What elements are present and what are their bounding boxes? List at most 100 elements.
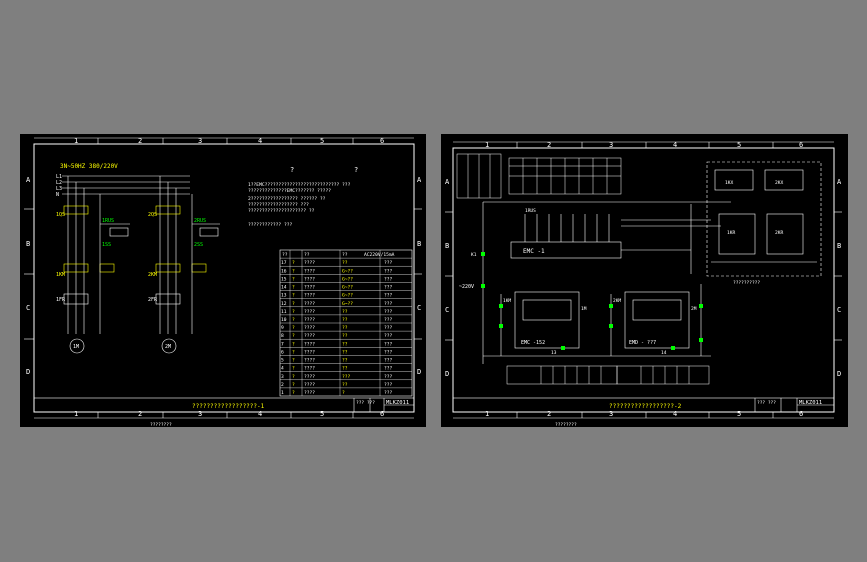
table-cell-index: 12 bbox=[281, 301, 287, 307]
table-cell-symbol: ? bbox=[292, 285, 295, 291]
col-number-6: 6 bbox=[380, 137, 384, 145]
s2-col-number-3-bottom: 3 bbox=[609, 410, 613, 418]
table-cell-name: ???? bbox=[304, 358, 315, 364]
s2-title-block bbox=[452, 397, 835, 413]
contact-markers bbox=[481, 252, 703, 350]
table-cell-qty: ??? bbox=[384, 309, 393, 315]
note-heading-2: ? bbox=[354, 166, 358, 174]
table-cell-spec: ?? bbox=[342, 309, 348, 315]
row-letter-c: C bbox=[26, 304, 30, 312]
table-cell-spec: G~?? bbox=[342, 293, 353, 299]
table-cell-index: 17 bbox=[281, 260, 287, 266]
schematic-sheet-2-drawing: 1 2 3 4 5 6 1 2 3 4 5 6 A B C D A B C D bbox=[445, 141, 842, 427]
table-cell-qty: ??? bbox=[384, 268, 393, 274]
phase-label-l1: L1 bbox=[56, 174, 62, 180]
table-cell-symbol: ? bbox=[292, 366, 295, 372]
table-cell-name: ???? bbox=[304, 382, 315, 388]
note-line-5: ????????????????????? ?? bbox=[248, 208, 315, 214]
relay-2fr-label: 2FR bbox=[148, 297, 158, 303]
table-cell-name: ???? bbox=[304, 301, 315, 307]
table-cell-name: ???? bbox=[304, 333, 315, 339]
schematic-sheet-2: 1 2 3 4 5 6 1 2 3 4 5 6 A B C D A B C D bbox=[441, 134, 848, 427]
table-cell-qty: ??? bbox=[384, 358, 393, 364]
tank-label-1kr: 1KR bbox=[727, 230, 736, 236]
col-number-2: 2 bbox=[138, 137, 142, 145]
table-cell-name: ???? bbox=[304, 268, 315, 274]
s2-col-number-3: 3 bbox=[609, 141, 613, 149]
table-cell-name: ???? bbox=[304, 276, 315, 282]
table-header-cell: ?? bbox=[282, 252, 288, 258]
relay-1fr-label: 1FR bbox=[56, 297, 66, 303]
col-number-5: 5 bbox=[320, 137, 324, 145]
terminal-label-1rus: 1RUS bbox=[525, 208, 536, 214]
table-cell-qty: ??? bbox=[384, 341, 393, 347]
table-cell-spec: G~?? bbox=[342, 276, 353, 282]
contactor-1km-label: 1KM bbox=[56, 272, 65, 278]
table-cell-qty: ??? bbox=[384, 285, 393, 291]
table-cell-symbol: ? bbox=[292, 358, 295, 364]
table-cell-index: 8 bbox=[281, 333, 284, 339]
table-cell-name: ???? bbox=[304, 260, 315, 266]
table-cell-name: ???? bbox=[304, 349, 315, 355]
emc-sub-unit-2-label: EMD - ??7 bbox=[629, 340, 656, 346]
col-number-1: 1 bbox=[74, 137, 78, 145]
row-letter-b-right: B bbox=[417, 240, 421, 248]
table-cell-spec: ?? bbox=[342, 358, 348, 364]
table-cell-symbol: ? bbox=[292, 349, 295, 355]
switch-2qs-label: 2QS bbox=[148, 212, 157, 218]
tank-note: ?????????? bbox=[733, 280, 760, 286]
terminal-label-2km: 2KM bbox=[613, 298, 621, 304]
s2-sheet-title: ??????????????????-2 bbox=[609, 403, 682, 410]
table-cell-spec: G~?? bbox=[342, 268, 353, 274]
col-number-3-bottom: 3 bbox=[198, 410, 202, 418]
switch-1ss-label: 1SS bbox=[102, 242, 111, 248]
table-cell-index: 2 bbox=[281, 382, 284, 388]
table-cell-symbol: ? bbox=[292, 301, 295, 307]
col-number-5-bottom: 5 bbox=[320, 410, 324, 418]
s2-row-letter-b: B bbox=[445, 242, 449, 250]
table-cell-symbol: ? bbox=[292, 333, 295, 339]
table-cell-name: ???? bbox=[304, 285, 315, 291]
table-cell-name: ???? bbox=[304, 390, 315, 396]
table-cell-index: 1 bbox=[281, 390, 284, 396]
s2-row-letter-a-right: A bbox=[837, 178, 842, 186]
table-cell-index: 7 bbox=[281, 341, 284, 347]
terminal-grid bbox=[456, 153, 622, 199]
table-cell-symbol: ? bbox=[292, 276, 295, 282]
table-header-cell: ?? bbox=[342, 252, 348, 258]
table-cell-spec: G~?? bbox=[342, 285, 353, 291]
table-cell-qty: ??? bbox=[384, 301, 393, 307]
table-cell-name: ???? bbox=[304, 341, 315, 347]
table-cell-index: 5 bbox=[281, 358, 284, 364]
table-cell-spec: ?? bbox=[342, 260, 348, 266]
table-cell-index: 9 bbox=[281, 325, 284, 331]
table-cell-qty: ??? bbox=[384, 325, 393, 331]
col-number-6-bottom: 6 bbox=[380, 410, 384, 418]
s2-row-letter-c: C bbox=[445, 306, 449, 314]
row-letter-c-right: C bbox=[417, 304, 421, 312]
s2-footer-text: ???????? bbox=[555, 422, 577, 427]
table-cell-symbol: ? bbox=[292, 260, 295, 266]
table-cell-qty: ??? bbox=[384, 349, 393, 355]
table-cell-symbol: ? bbox=[292, 374, 295, 380]
emc-sub-unit-1-label: EMC -152 bbox=[521, 340, 545, 346]
table-cell-spec: ?? bbox=[342, 317, 348, 323]
parts-table: ??????AC220V/15mA17??????????16?????G~??… bbox=[279, 249, 413, 397]
s2-col-number-5: 5 bbox=[737, 141, 741, 149]
title-block bbox=[33, 397, 415, 413]
note-line-4: ?????????????????? ??? bbox=[248, 202, 309, 208]
table-cell-name: ???? bbox=[304, 325, 315, 331]
table-cell-spec: ?? bbox=[342, 349, 348, 355]
phase-label-l3: L3 bbox=[56, 186, 62, 192]
sheet-title: ??????????????????-1 bbox=[192, 403, 265, 410]
s2-row-letter-b-right: B bbox=[837, 242, 841, 250]
phase-label-l2: L2 bbox=[56, 180, 62, 186]
table-cell-qty: ??? bbox=[384, 382, 393, 388]
tank-subsystem bbox=[651, 161, 822, 277]
schematic-sheet-1: 1 2 3 4 5 6 1 2 3 4 5 6 A B C D A B C D … bbox=[20, 134, 426, 427]
note-line-6: ???????????? ??? bbox=[248, 222, 292, 228]
s2-col-number-1-bottom: 1 bbox=[485, 410, 489, 418]
s2-col-number-6: 6 bbox=[799, 141, 803, 149]
s2-row-letter-a: A bbox=[445, 178, 450, 186]
motor-1-label: 1M bbox=[73, 344, 79, 350]
